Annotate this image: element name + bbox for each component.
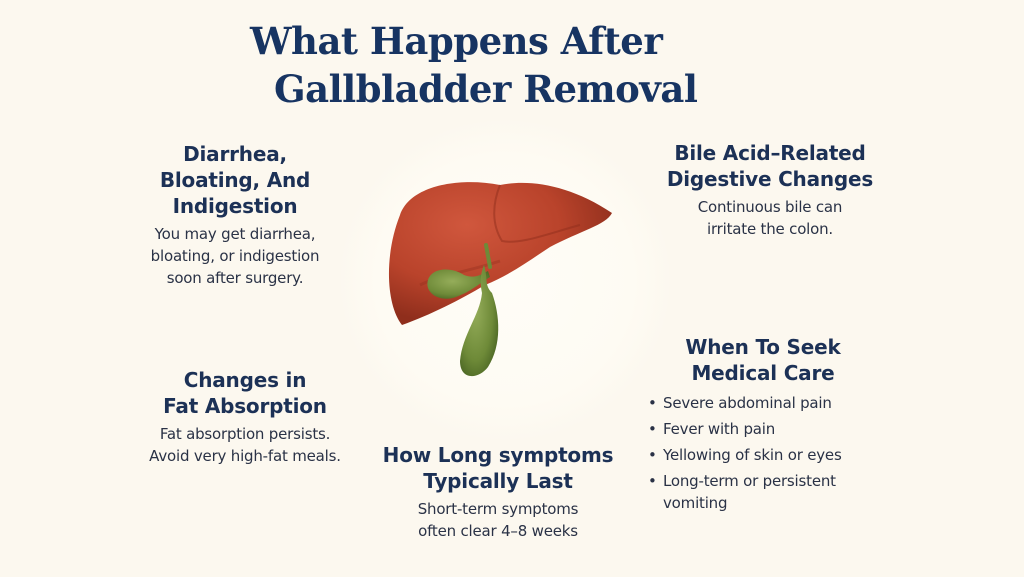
section-heading: When To Seek Medical Care — [685, 335, 841, 385]
section-heading: Bile Acid–Related Digestive Changes — [666, 141, 874, 191]
section-body: Continuous bile can irritate the colon. — [697, 198, 843, 238]
section-body: Short-term symptoms often clear 4–8 week… — [417, 500, 579, 540]
list-item: •Yellowing of skin or eyes — [648, 446, 842, 464]
section-bile-acid: Bile Acid–Related Digestive Changes Cont… — [655, 140, 885, 240]
title-line-1: What Happens After — [250, 19, 663, 63]
section-seek-care: When To Seek Medical Care •Severe abdomi… — [648, 334, 878, 518]
liver-gallbladder-illustration — [388, 182, 612, 377]
gallbladder-icon — [427, 243, 499, 377]
bullet-icon: • — [648, 394, 657, 412]
section-fat-absorption: Changes in Fat Absorption Fat absorption… — [125, 367, 365, 467]
bullet-icon: • — [648, 446, 657, 464]
bullet-icon: • — [648, 420, 657, 438]
bullet-icon: • — [648, 472, 657, 490]
section-heading: Diarrhea, Bloating, And Indigestion — [159, 142, 311, 218]
section-body: Fat absorption persists. Avoid very high… — [149, 425, 341, 465]
list-item: •Severe abdominal pain — [648, 394, 832, 412]
title-line-2: Gallbladder Removal — [274, 67, 698, 111]
section-diarrhea: Diarrhea, Bloating, And Indigestion You … — [130, 141, 340, 289]
section-duration: How Long symptoms Typically Last Short-t… — [368, 442, 628, 542]
list-item: •Fever with pain — [648, 420, 776, 438]
list-item: •Long-term or persistent vomiting — [648, 472, 836, 512]
section-body: You may get diarrhea, bloating, or indig… — [150, 225, 320, 287]
section-heading: How Long symptoms Typically Last — [382, 443, 614, 493]
symptom-list: •Severe abdominal pain •Fever with pain … — [648, 392, 878, 514]
section-heading: Changes in Fat Absorption — [163, 368, 327, 418]
liver-icon — [388, 182, 612, 325]
